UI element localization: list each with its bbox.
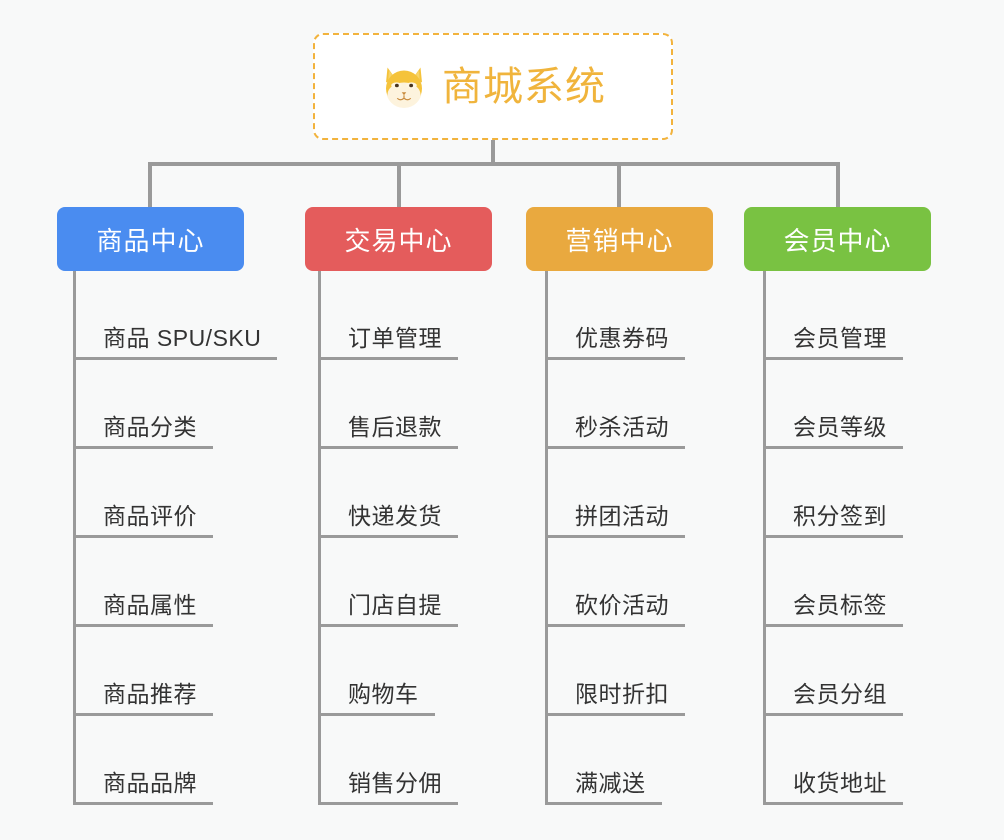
leaf-spine-member-center	[763, 271, 766, 805]
shiba-inu-dog-face-icon	[386, 67, 422, 108]
leaf-item-underline: 商品 SPU/SKU	[73, 324, 278, 360]
leaf-item-underline: 会员标签	[763, 591, 903, 627]
leaf-item-label: 订单管理	[348, 324, 442, 351]
leaf-item[interactable]: 会员标签	[763, 538, 903, 627]
leaf-item[interactable]: 商品属性	[73, 538, 213, 627]
leaf-item-label: 秒杀活动	[575, 413, 669, 440]
leaf-item[interactable]: 商品推荐	[73, 627, 213, 716]
leaf-item[interactable]: 优惠券码	[545, 271, 685, 360]
leaf-item-label: 商品推荐	[103, 680, 197, 707]
leaf-item-label: 商品属性	[103, 591, 197, 618]
leaf-item-label: 限时折扣	[575, 680, 669, 707]
leaf-item-label: 售后退款	[348, 413, 442, 440]
leaf-item-underline: 限时折扣	[545, 680, 685, 716]
leaf-item[interactable]: 会员等级	[763, 360, 903, 449]
leaf-item-label: 积分签到	[793, 502, 887, 529]
branch-box-member-center[interactable]: 会员中心	[744, 207, 931, 271]
leaf-item-label: 会员标签	[793, 591, 887, 618]
connector-drop-product-center	[148, 162, 152, 208]
leaf-item-underline: 商品属性	[73, 591, 213, 627]
leaf-item-label: 商品 SPU/SKU	[103, 324, 262, 351]
leaf-item-label: 会员分组	[793, 680, 887, 707]
connector-drop-marketing-center	[617, 162, 621, 208]
leaf-item[interactable]: 积分签到	[763, 449, 903, 538]
leaf-item[interactable]: 满减送	[545, 716, 662, 805]
leaf-item-label: 拼团活动	[575, 502, 669, 529]
leaf-item-underline: 拼团活动	[545, 502, 685, 538]
leaf-spine-product-center	[73, 271, 76, 805]
leaf-item-underline: 秒杀活动	[545, 413, 685, 449]
root-node-shop-system[interactable]: 商城系统	[313, 33, 673, 140]
leaf-item-underline: 快递发货	[318, 502, 458, 538]
branch-box-trade-center[interactable]: 交易中心	[305, 207, 492, 271]
branch-box-product-center[interactable]: 商品中心	[57, 207, 244, 271]
leaf-item-label: 满减送	[575, 769, 646, 796]
leaf-item-underline: 商品推荐	[73, 680, 213, 716]
leaf-item-label: 会员管理	[793, 324, 887, 351]
leaf-item-label: 优惠券码	[575, 324, 669, 351]
leaf-item-underline: 收货地址	[763, 769, 903, 805]
leaf-item-label: 快递发货	[348, 502, 442, 529]
leaf-item-label: 商品评价	[103, 502, 197, 529]
leaf-item[interactable]: 商品分类	[73, 360, 213, 449]
leaf-item-label: 砍价活动	[575, 591, 669, 618]
leaf-item[interactable]: 商品 SPU/SKU	[73, 271, 278, 360]
leaf-item-underline: 积分签到	[763, 502, 903, 538]
connector-trunk-vertical	[491, 140, 495, 164]
leaf-spine-trade-center	[318, 271, 321, 805]
branch-label-marketing-center: 营销中心	[565, 225, 674, 256]
leaf-spine-marketing-center	[545, 271, 548, 805]
leaf-item[interactable]: 购物车	[318, 627, 435, 716]
connector-drop-trade-center	[397, 162, 401, 208]
leaf-item[interactable]: 收货地址	[763, 716, 903, 805]
leaf-item[interactable]: 砍价活动	[545, 538, 685, 627]
leaf-item[interactable]: 秒杀活动	[545, 360, 685, 449]
branch-label-member-center: 会员中心	[783, 225, 892, 256]
leaf-item[interactable]: 商品评价	[73, 449, 213, 538]
leaf-item-underline: 订单管理	[318, 324, 458, 360]
leaf-item-underline: 商品分类	[73, 413, 213, 449]
leaf-item-label: 商品分类	[103, 413, 197, 440]
leaf-item-underline: 门店自提	[318, 591, 458, 627]
leaf-item-underline: 会员分组	[763, 680, 903, 716]
leaf-item-underline: 满减送	[545, 769, 662, 805]
branch-label-product-center: 商品中心	[96, 225, 205, 256]
leaf-item[interactable]: 快递发货	[318, 449, 458, 538]
leaf-item-underline: 会员管理	[763, 324, 903, 360]
leaf-item[interactable]: 限时折扣	[545, 627, 685, 716]
leaf-item-label: 门店自提	[348, 591, 442, 618]
leaf-item[interactable]: 订单管理	[318, 271, 458, 360]
leaf-item-label: 购物车	[348, 680, 419, 707]
leaf-item-underline: 优惠券码	[545, 324, 685, 360]
leaf-item-underline: 购物车	[318, 680, 435, 716]
leaf-item-underline: 商品品牌	[73, 769, 213, 805]
leaf-item[interactable]: 商品品牌	[73, 716, 213, 805]
leaf-item[interactable]: 售后退款	[318, 360, 458, 449]
connector-drop-member-center	[836, 162, 840, 208]
leaf-item-label: 收货地址	[793, 769, 887, 796]
leaf-item-label: 会员等级	[793, 413, 887, 440]
leaf-item-underline: 售后退款	[318, 413, 458, 449]
leaf-item[interactable]: 销售分佣	[318, 716, 458, 805]
leaf-item-label: 销售分佣	[348, 769, 442, 796]
leaf-item[interactable]: 拼团活动	[545, 449, 685, 538]
leaf-item[interactable]: 会员分组	[763, 627, 903, 716]
leaf-item[interactable]: 门店自提	[318, 538, 458, 627]
leaf-item[interactable]: 会员管理	[763, 271, 903, 360]
leaf-item-underline: 砍价活动	[545, 591, 685, 627]
leaf-item-label: 商品品牌	[103, 769, 197, 796]
branch-box-marketing-center[interactable]: 营销中心	[526, 207, 713, 271]
branch-label-trade-center: 交易中心	[344, 225, 453, 256]
leaf-item-underline: 销售分佣	[318, 769, 458, 805]
root-node-title: 商城系统	[442, 64, 606, 109]
leaf-item-underline: 商品评价	[73, 502, 213, 538]
leaf-item-underline: 会员等级	[763, 413, 903, 449]
connector-horizontal-bus	[148, 162, 840, 166]
